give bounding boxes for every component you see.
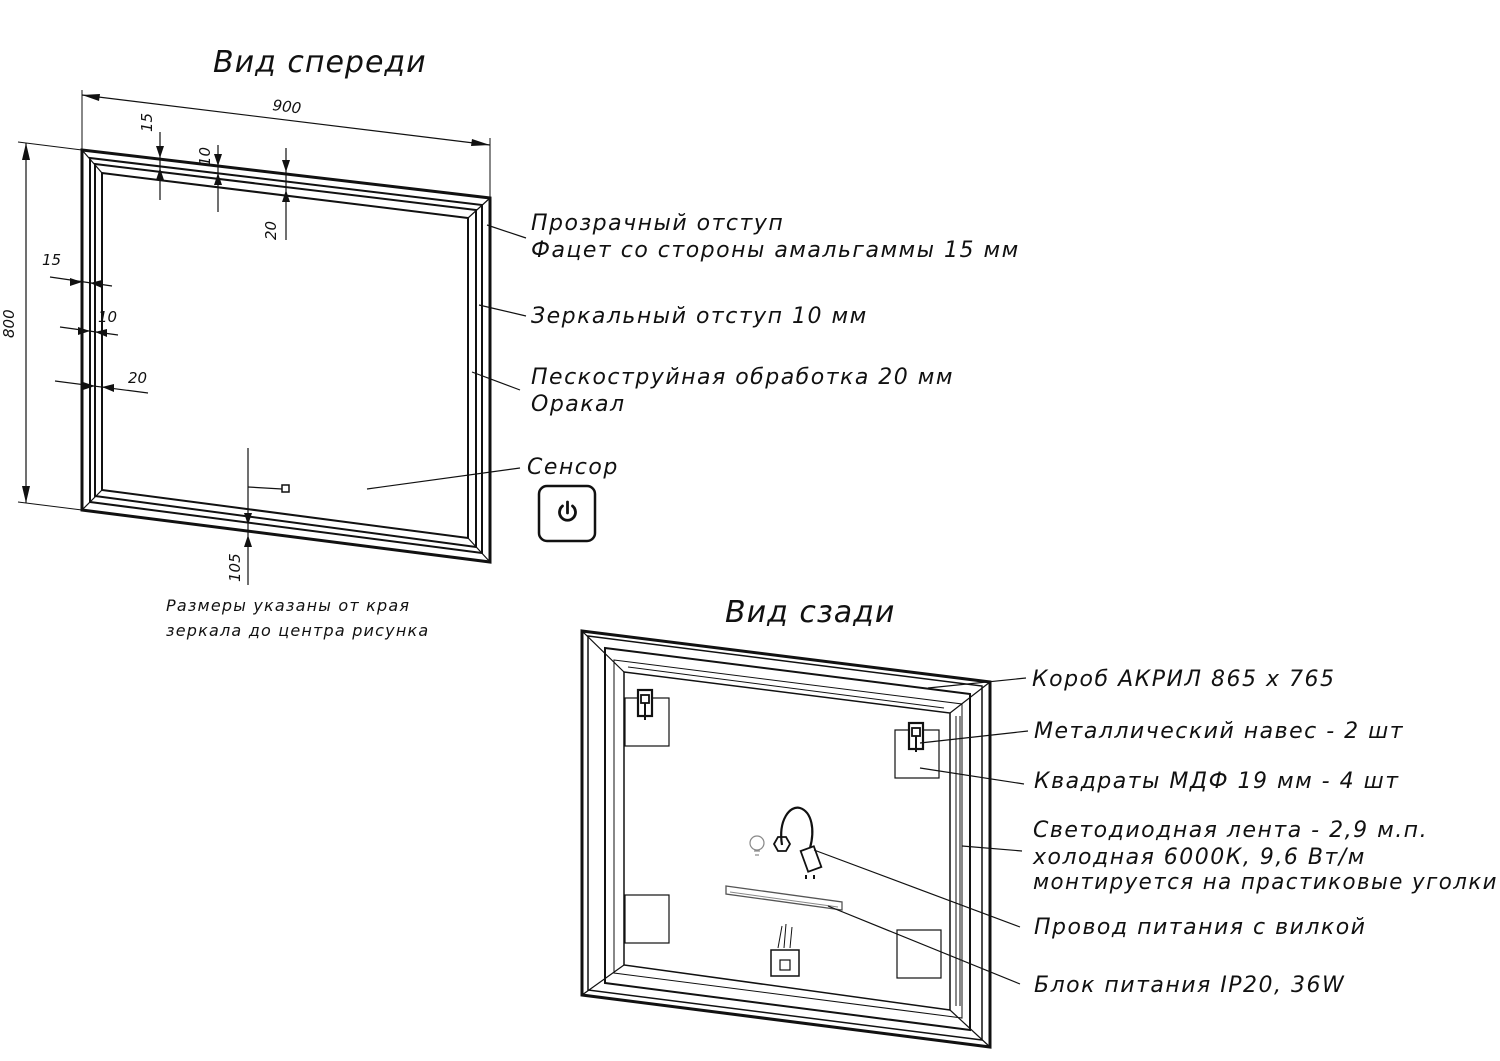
callout-transparent-indent: Прозрачный отступ (531, 211, 784, 236)
dimension-height: 800 (0, 141, 83, 511)
sensor-marker: 105 (226, 448, 290, 585)
dimension-width: 900 (81, 90, 491, 198)
dimension-left-details: 15 10 20 (42, 251, 149, 394)
front-callout-leaders (366, 224, 527, 490)
svg-text:800: 800 (0, 309, 18, 338)
power-icon (558, 500, 577, 522)
callout-led-strip: Светодиодная лента - 2,9 м.п. (1033, 818, 1428, 843)
note-line-1: Размеры указаны от края (166, 596, 410, 615)
callout-led-spec: холодная 6000К, 9,6 Вт/м (1032, 845, 1366, 870)
dimension-top-details: 15 10 20 (138, 113, 290, 240)
callout-facet: Фацет со стороны амальгаммы 15 мм (531, 238, 1020, 263)
bulb-icon (749, 835, 765, 856)
svg-text:10: 10 (196, 147, 214, 166)
callout-sensor: Сенсор (527, 455, 619, 480)
callout-mirror-indent: Зеркальный отступ 10 мм (531, 304, 868, 329)
svg-text:20: 20 (128, 369, 147, 387)
svg-text:20: 20 (262, 221, 280, 240)
callout-acrylic-box: Короб АКРИЛ 865 х 765 (1032, 667, 1335, 692)
callout-led-mount: монтируется на прастиковые уголки (1033, 870, 1498, 895)
front-mirror (80, 148, 492, 564)
sensor-button (537, 484, 597, 543)
power-cable (772, 806, 823, 879)
svg-text:15: 15 (138, 113, 156, 132)
back-mirror (580, 629, 992, 1049)
power-unit (725, 885, 843, 911)
callout-mdf-squares: Квадраты МДФ 19 мм - 4 шт (1034, 769, 1400, 794)
svg-text:900: 900 (272, 96, 303, 117)
metal-hanger-left (636, 688, 654, 720)
svg-text:105: 105 (226, 553, 244, 582)
callout-sandblast: Пескоструйная обработка 20 мм (531, 365, 954, 390)
back-callout-leaders (813, 677, 1029, 985)
callout-metal-hangers: Металлический навес - 2 шт (1034, 719, 1404, 744)
callout-power-cable: Провод питания с вилкой (1034, 915, 1366, 940)
metal-hanger-right (907, 721, 925, 752)
note-line-2: зеркала до центра рисунка (166, 621, 429, 640)
mdf-squares (624, 697, 942, 979)
front-view-title: Вид спереди (213, 45, 427, 80)
connector-block (770, 923, 800, 977)
callout-oracal: Оракал (531, 392, 626, 417)
svg-text:15: 15 (42, 251, 61, 269)
back-view-title: Вид сзади (725, 595, 895, 630)
svg-text:10: 10 (98, 308, 117, 326)
callout-power-unit: Блок питания IP20, 36W (1034, 973, 1345, 998)
